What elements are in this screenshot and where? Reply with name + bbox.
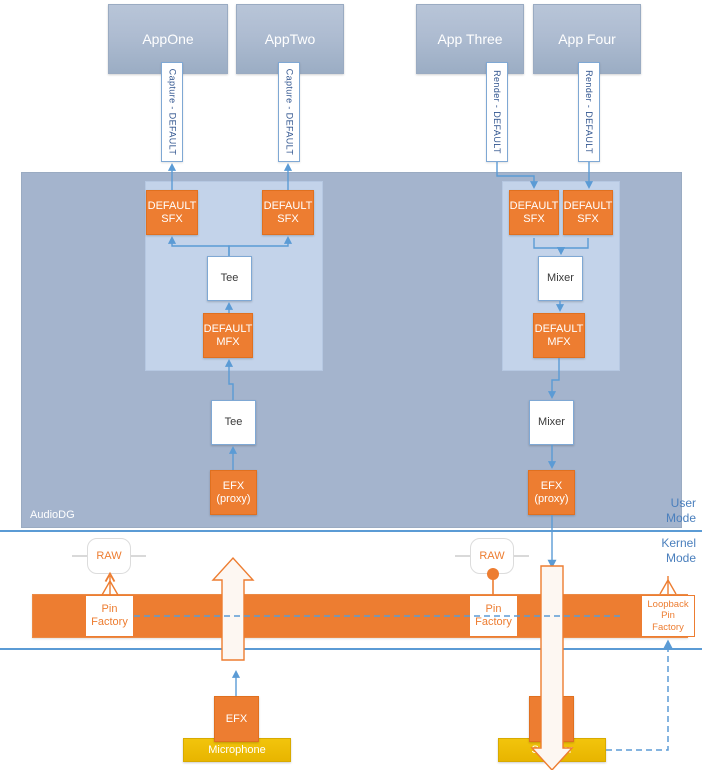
loopback-line-1: Loopback bbox=[647, 598, 689, 610]
kernel-mode-line-2: Mode bbox=[665, 551, 696, 565]
pipe-label: Render - DEFAULT bbox=[584, 70, 595, 154]
pipe-capture-appone: Capture - DEFAULT bbox=[161, 62, 183, 162]
capture-efx-proxy[interactable]: EFX (proxy) bbox=[210, 470, 257, 515]
raw-badge-label: RAW bbox=[96, 550, 122, 562]
node-line-1: DEFAULT bbox=[263, 199, 313, 212]
node-line-2: MFX bbox=[216, 335, 240, 348]
raw-stub-left bbox=[72, 555, 87, 557]
app-label: AppTwo bbox=[264, 31, 316, 47]
node-line-1: DEFAULT bbox=[203, 322, 253, 335]
node-line-2: (proxy) bbox=[216, 492, 251, 505]
node-line-1: Mixer bbox=[547, 272, 574, 285]
node-line-2: (proxy) bbox=[534, 492, 569, 505]
node-line-1: Mixer bbox=[538, 416, 565, 429]
node-line-1: EFX bbox=[222, 479, 245, 492]
user-mode-label: User Mode bbox=[640, 496, 696, 526]
user-kernel-divider-bottom bbox=[0, 648, 702, 650]
efx-label: EFX bbox=[225, 712, 248, 725]
node-line-1: DEFAULT bbox=[509, 199, 559, 212]
node-line-1: DEFAULT bbox=[147, 199, 197, 212]
node-line-1: Tee bbox=[224, 416, 243, 429]
user-kernel-divider-top bbox=[0, 530, 702, 532]
render-default-mfx[interactable]: DEFAULT MFX bbox=[533, 313, 585, 358]
raw-badge-capture: RAW bbox=[87, 538, 131, 574]
pin-factory-render[interactable]: Pin Factory bbox=[469, 595, 518, 637]
pin-factory-line-2: Factory bbox=[91, 616, 128, 628]
capture-tee-inner[interactable]: Tee bbox=[207, 256, 252, 301]
raw-stub-right-2 bbox=[514, 555, 529, 557]
pipe-render-appfour: Render - DEFAULT bbox=[578, 62, 600, 162]
render-mixer-outer[interactable]: Mixer bbox=[529, 400, 574, 445]
microphone-label: Microphone bbox=[208, 744, 266, 756]
loopback-line-3: Factory bbox=[652, 621, 684, 633]
render-default-sfx-left[interactable]: DEFAULT SFX bbox=[509, 190, 559, 235]
audiodg-label: AudioDG bbox=[30, 509, 75, 521]
pin-factory-line-1: Pin bbox=[101, 602, 118, 615]
kernel-mode-label: Kernel Mode bbox=[640, 536, 696, 566]
raw-arrow-label-capture: RAW bbox=[227, 600, 239, 623]
raw-badge-label: RAW bbox=[479, 550, 505, 562]
app-label: App Three bbox=[437, 31, 503, 47]
pin-factory-capture[interactable]: Pin Factory bbox=[85, 595, 134, 637]
pin-factory-line-1: Pin bbox=[485, 602, 502, 615]
node-line-1: DEFAULT bbox=[534, 322, 584, 335]
user-mode-line-2: Mode bbox=[665, 511, 696, 525]
node-line-2: SFX bbox=[277, 212, 299, 225]
kernel-mode-line-1: Kernel bbox=[661, 536, 696, 550]
capture-default-sfx-left[interactable]: DEFAULT SFX bbox=[146, 190, 198, 235]
capture-tee-outer[interactable]: Tee bbox=[211, 400, 256, 445]
raw-badge-render: RAW bbox=[470, 538, 514, 574]
node-line-1: DEFAULT bbox=[563, 199, 613, 212]
app-label: AppOne bbox=[142, 31, 194, 47]
node-line-2: SFX bbox=[577, 212, 599, 225]
pipe-render-appthree: Render - DEFAULT bbox=[486, 62, 508, 162]
raw-arrow-label-render: RAW bbox=[547, 600, 559, 623]
node-line-1: Tee bbox=[220, 272, 239, 285]
pipe-label: Capture - DEFAULT bbox=[284, 68, 295, 156]
user-mode-line-1: User bbox=[670, 496, 696, 510]
app-label: App Four bbox=[558, 31, 616, 47]
render-efx-proxy[interactable]: EFX (proxy) bbox=[528, 470, 575, 515]
node-line-2: MFX bbox=[547, 335, 571, 348]
node-line-2: SFX bbox=[161, 212, 183, 225]
capture-default-mfx[interactable]: DEFAULT MFX bbox=[203, 313, 253, 358]
render-mixer-inner[interactable]: Mixer bbox=[538, 256, 583, 301]
capture-default-sfx-right[interactable]: DEFAULT SFX bbox=[262, 190, 314, 235]
loopback-line-2: Pin bbox=[661, 610, 675, 622]
speaker-label: Speaker bbox=[531, 744, 573, 756]
raw-stub-right bbox=[131, 555, 146, 557]
microphone-efx[interactable]: EFX bbox=[214, 696, 259, 742]
raw-stub-left-2 bbox=[455, 555, 470, 557]
node-line-1: EFX bbox=[540, 479, 563, 492]
efx-label: EFX bbox=[540, 712, 563, 725]
pipe-label: Capture - DEFAULT bbox=[167, 68, 178, 156]
render-default-sfx-right[interactable]: DEFAULT SFX bbox=[563, 190, 613, 235]
loopback-pin-factory[interactable]: Loopback Pin Factory bbox=[641, 595, 695, 637]
pipe-label: Render - DEFAULT bbox=[492, 70, 503, 154]
microphone-device[interactable]: Microphone bbox=[183, 738, 291, 762]
pipe-capture-apptwo: Capture - DEFAULT bbox=[278, 62, 300, 162]
speaker-efx[interactable]: EFX bbox=[529, 696, 574, 742]
node-line-2: SFX bbox=[523, 212, 545, 225]
pin-factory-line-2: Factory bbox=[475, 616, 512, 628]
